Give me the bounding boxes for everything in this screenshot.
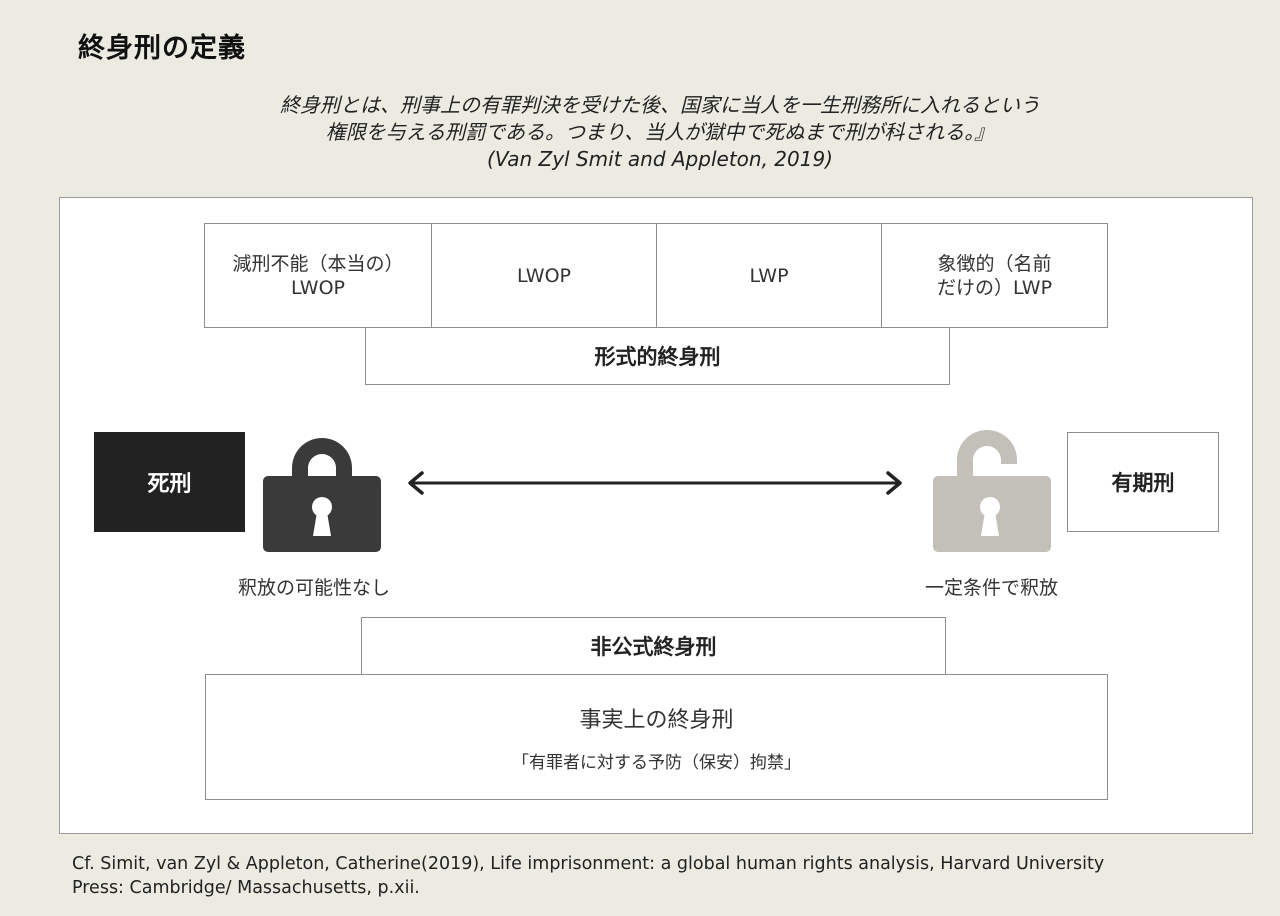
conditional-release-caption: 一定条件で釈放 [925, 577, 1059, 599]
category-lwop: LWOP [431, 223, 657, 328]
arrow-head-left [408, 471, 424, 495]
page-title: 終身刑の定義 [78, 33, 246, 64]
lock-shackle-open [957, 430, 1017, 486]
category-line: 減刑不能（本当の） [232, 252, 404, 275]
category-line: だけの）LWP [936, 276, 1053, 299]
death-penalty-box: 死刑 [94, 432, 245, 532]
formal-life-sentence-label: 形式的終身刑 [365, 327, 950, 385]
quote-line-1: 終身刑とは、刑事上の有罪判決を受けた後、国家に当人を一生刑務所に入れるという [280, 93, 1040, 117]
footnote-line-2: Press: Cambridge/ Massachusetts, p.xii. [72, 878, 420, 898]
category-line: LWP [749, 264, 789, 287]
quote-citation: (Van Zyl Smit and Appleton, 2019) [487, 147, 833, 171]
arrow-head-right [886, 471, 902, 495]
citation-footnote: Cf. Simit, van Zyl & Appleton, Catherine… [72, 852, 1232, 900]
category-irreducible-lwop: 減刑不能（本当の） LWOP [204, 223, 432, 328]
category-line: LWOP [290, 276, 346, 299]
keyhole-slot [981, 512, 999, 536]
fixed-term-text: 有期刑 [1111, 471, 1175, 495]
footnote-line-1: Cf. Simit, van Zyl & Appleton, Catherine… [72, 854, 1105, 874]
quote-line-2: 権限を与える刑罰である。つまり、当人が獄中で死ぬまで刑が科される。』 [325, 120, 995, 144]
lock-closed-icon [263, 438, 381, 552]
category-line: 象徴的（名前 [937, 252, 1052, 275]
de-facto-life-sentence-box: 事実上の終身刑 「有罪者に対する予防（保安）拘禁」 [205, 674, 1108, 800]
lock-shackle [292, 438, 352, 486]
double-headed-arrow [408, 471, 902, 495]
informal-label-text: 非公式終身刑 [590, 635, 717, 659]
category-lwp: LWP [656, 223, 882, 328]
no-release-caption: 釈放の可能性なし [238, 577, 391, 599]
de-facto-title: 事実上の終身刑 [579, 707, 734, 733]
category-line: LWOP [516, 264, 572, 287]
lock-open-icon [933, 430, 1051, 552]
informal-life-sentence-label: 非公式終身刑 [361, 617, 946, 675]
category-nominal-lwp: 象徴的（名前 だけの）LWP [881, 223, 1108, 328]
preventive-detention-text: 「有罪者に対する予防（保安）拘禁」 [512, 752, 801, 773]
formal-label-text: 形式的終身刑 [594, 345, 721, 369]
keyhole-slot [313, 512, 331, 536]
definition-quote: 終身刑とは、刑事上の有罪判決を受けた後、国家に当人を一生刑務所に入れるという 権… [160, 92, 1160, 173]
fixed-term-box: 有期刑 [1067, 432, 1219, 532]
